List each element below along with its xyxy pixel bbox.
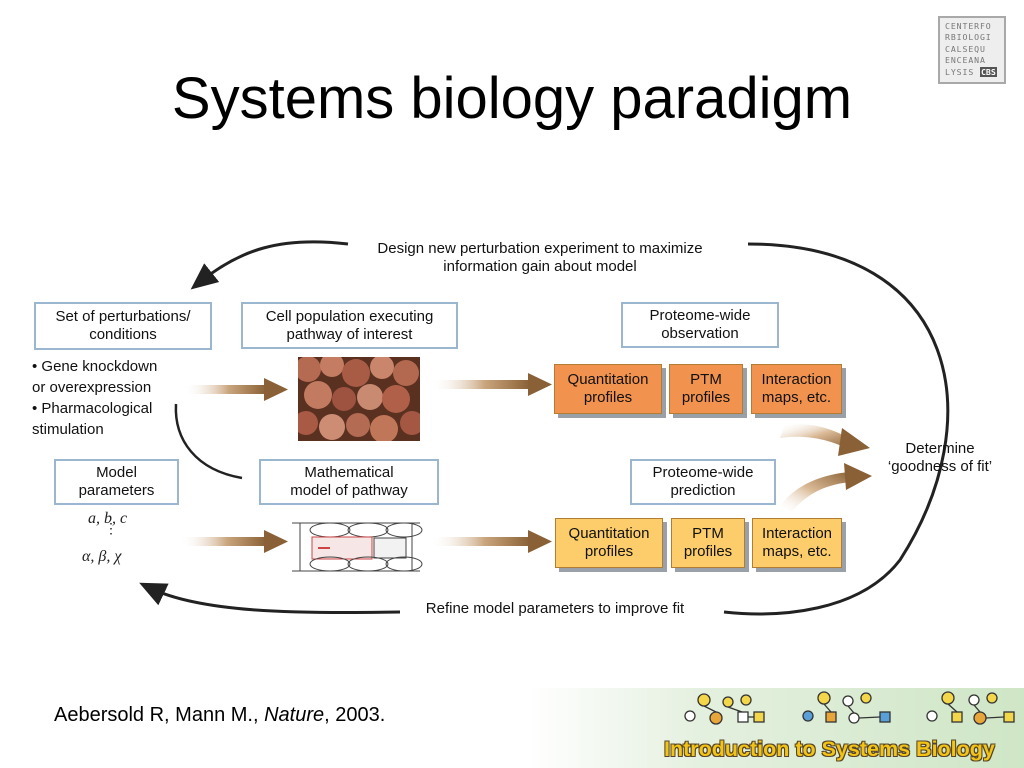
bullet-line: • Gene knockdown: [32, 358, 158, 375]
box-line: Model: [96, 464, 137, 481]
logo-badge: CBS: [980, 66, 997, 77]
tile-line: profiles: [683, 543, 733, 560]
box-line: pathway of interest: [286, 325, 413, 343]
reference-authors: Aebersold R, Mann M.,: [54, 704, 265, 726]
cell-micrograph: [298, 357, 420, 441]
bullet-line: stimulation: [32, 421, 104, 438]
tile-line: profiles: [583, 389, 633, 406]
perturbations-box: Set of perturbations/conditions: [34, 302, 212, 350]
flow-arrow: [184, 378, 288, 401]
fit-arrow-lower: [780, 463, 872, 512]
box-line: Cell population executing: [265, 307, 434, 325]
bullet-line: or overexpression: [32, 379, 152, 396]
box-line: Mathematical: [304, 464, 394, 481]
design-caption-line: Design new perturbation experiment to ma…: [377, 240, 703, 257]
flow-arrow: [430, 373, 552, 396]
bullet-line: • Pharmacological: [32, 400, 153, 417]
design-caption: Design new perturbation experiment to ma…: [340, 240, 740, 276]
tile-line: Quantitation: [568, 525, 650, 542]
parameters-greek: α, β, χ: [82, 548, 122, 565]
tile-line: PTM: [692, 525, 724, 542]
perturbation-bullets: • Gene knockdown or overexpression • Pha…: [32, 356, 157, 440]
fit-label-line: Determine: [905, 440, 975, 457]
flow-arrow: [180, 530, 288, 553]
flow-arrow: [430, 530, 552, 553]
cbs-logo: CENTERFO RBIOLOGI CALSEQU ENCEANA LYSIS …: [938, 16, 1006, 84]
box-line: Set of perturbations/: [55, 308, 191, 325]
model-link-curve: [174, 403, 243, 480]
box-line: Proteome-wide: [652, 464, 754, 481]
feedback-loop-top: [190, 240, 349, 290]
reference-year: , 2003.: [324, 704, 386, 726]
fit-label-line: ‘goodness of fit’: [887, 458, 993, 475]
logo-row: LYSIS CBS: [945, 66, 1000, 78]
tile-line: profiles: [584, 543, 634, 560]
goodness-of-fit-label: Determine ‘goodness of fit’: [870, 440, 1010, 476]
logo-row: CENTERFO: [945, 21, 992, 31]
logo-row: CALSEQU: [945, 43, 986, 54]
design-caption-line: information gain about model: [443, 258, 637, 275]
box-line: model of pathway: [290, 482, 408, 499]
fit-arrow-upper: [780, 424, 870, 456]
tile-line: Interaction: [761, 525, 833, 542]
course-banner: [528, 688, 1024, 768]
box-line: parameters: [78, 482, 155, 499]
slide-title: Systems biology paradigm: [171, 66, 853, 131]
tile-line: Interaction: [761, 371, 832, 388]
tile-line: PTM: [690, 371, 722, 388]
logo-row-last: LYSIS: [945, 66, 975, 77]
tile-line: maps, etc.: [761, 389, 832, 406]
tile-line: maps, etc.: [762, 543, 832, 560]
feedback-loop-right: [723, 242, 950, 616]
refine-caption: Refine model parameters to improve fit: [425, 600, 685, 617]
tile-line: profiles: [681, 389, 731, 406]
course-banner-title: Introduction to Systems Biology: [664, 737, 995, 761]
parameters-roman: a, b, c: [88, 510, 128, 527]
box-line: observation: [661, 325, 739, 342]
network-icon: [684, 691, 1015, 725]
parameters-ellipsis-icon: ⋮: [104, 522, 118, 537]
box-line: prediction: [670, 482, 736, 499]
tile-line: Quantitation: [567, 371, 649, 388]
pathway-model-schematic: [292, 522, 423, 572]
box-line: conditions: [89, 326, 157, 343]
logo-row: RBIOLOGI: [945, 32, 992, 43]
reference-journal: Nature: [264, 704, 325, 726]
logo-row: ENCEANA: [945, 55, 986, 66]
reference-citation: Aebersold R, Mann M., Nature, 2003.: [54, 703, 385, 727]
box-line: Proteome-wide: [649, 307, 751, 324]
feedback-loop-bottom: [139, 582, 401, 615]
